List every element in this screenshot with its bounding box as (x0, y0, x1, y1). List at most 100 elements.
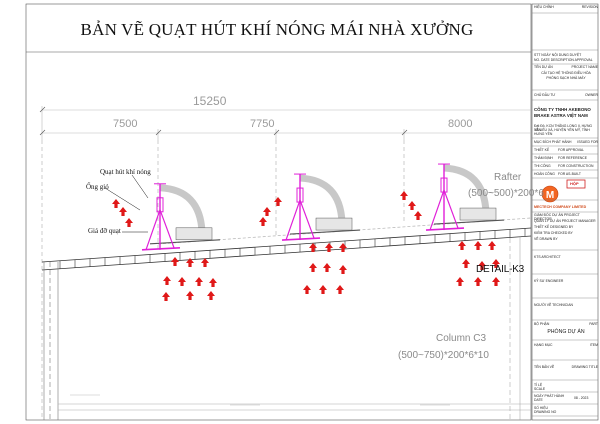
dimension-arrow (39, 129, 46, 136)
airflow-arrow (303, 285, 311, 294)
airflow-arrow (488, 241, 496, 250)
label-rafter-2: (500~ (468, 188, 494, 199)
airflow-arrow (478, 261, 486, 270)
tb-purpose-row-4: HOÀN CÔNG FOR AS-BUILT (534, 172, 581, 176)
airflow-arrow (492, 259, 500, 268)
contractor-logo: M (541, 185, 559, 203)
dimension-span-2: 7750 (250, 118, 275, 130)
label-bracket: Giá đỡ quạt (88, 227, 121, 235)
duct-elbow (299, 174, 346, 223)
tb-revision-table-1: STT NGÀY NỘI DUNG DUYỆT (534, 53, 582, 57)
tb-stamp: HỘP (570, 181, 579, 186)
tb-engineer: KỸ SƯ ENGINEER (534, 279, 564, 283)
tb-purpose-row-2: THẨM ĐỊNH FOR REFERENCE (534, 156, 588, 160)
leader-lines (104, 174, 149, 233)
airflow-arrow (474, 277, 482, 286)
fan-unit (281, 173, 361, 241)
dimension-arrow (39, 106, 46, 113)
tb-address-2: XÃ LIÊU XÁ, HUYỆN YÊN MỸ, TỈNH HƯNG YÊN (534, 128, 590, 136)
fan-brace (443, 189, 459, 229)
bottom-detail-marks (70, 394, 450, 406)
fan-foot (281, 237, 321, 241)
airflow-arrow (474, 241, 482, 250)
airflow-arrow (259, 217, 267, 226)
fan-motor (440, 177, 448, 193)
duct-outlet (315, 217, 353, 231)
tb-item: HẠNG MỤC ITEM (534, 343, 598, 347)
tb-project-text-1: CẢI TẠO HỆ THỐNG ĐIỀU HÒA (541, 71, 591, 75)
airflow-arrow (178, 277, 186, 286)
airflow-arrow (207, 291, 215, 300)
tb-contractor: MECTECH COMPANY LIMITED (534, 205, 587, 209)
tb-scale-en: SCALE (534, 387, 546, 391)
airflow-arrow (492, 277, 500, 286)
duct-elbow (159, 184, 206, 233)
label-duct: Ống gió (86, 183, 109, 191)
airflow-arrow (336, 285, 344, 294)
airflow-arrow (319, 285, 327, 294)
airflow-arrow (201, 258, 209, 267)
label-column-2: (500~750)*200*6*10 (398, 350, 489, 361)
tb-owner: CHỦ ĐẦU TƯ OWNER (534, 93, 598, 97)
tb-architect: KTS ARCHITECT (534, 255, 561, 259)
airflow-arrow (339, 265, 347, 274)
airflow-arrow (456, 277, 464, 286)
column-grid-lines (41, 140, 405, 420)
tb-company-1: CÔNG TY TNHH AKEBONO (534, 107, 591, 112)
tb-revision-table-2: NO. DATE DESCRIPTION APPROVAL (534, 58, 593, 62)
title-block: HIỆU CHỈNH REVISION STT NGÀY NỘI DUNG DU… (532, 0, 600, 424)
tb-project-name: TÊN DỰ ÁN PROJECT NAME (534, 65, 598, 69)
airflow-arrow (163, 276, 171, 285)
tb-drawing-title: TÊN BẢN VẼ DRAWING TITLE (534, 365, 598, 369)
tb-contractor-row-1: GIÁM ĐỐC DỰ ÁN PROJECT DIRECTOR (534, 213, 580, 221)
approval-stamp (566, 179, 586, 189)
dimension-span-3: 8000 (448, 118, 473, 130)
airflow-arrow (263, 207, 271, 216)
airflow-arrow (323, 263, 331, 272)
tb-department: BỘ PHẬN PART (534, 322, 598, 326)
tb-contractor-row-3: THIẾT KẾ DESIGNED BY (534, 225, 574, 229)
tb-address-1: Đất Đỏ, KCN THĂNG LONG II, HƯNG YÊN (534, 124, 593, 132)
leader-line-duct (104, 187, 141, 211)
tb-purpose: MỤC ĐÍCH PHÁT HÀNH ISSUED FOR (534, 140, 598, 144)
airflow-arrow (171, 257, 179, 266)
tb-project-text-2: PHÒNG SẠCH NHÀ MÁY (546, 76, 586, 80)
left-column (43, 262, 59, 420)
label-detail: DETAIL-K3 (476, 264, 525, 275)
airflow-arrow (186, 258, 194, 267)
airflow-arrow (325, 243, 333, 252)
airflow-arrow (339, 243, 347, 252)
dimension-arrow (401, 129, 408, 136)
airflow-arrow (309, 263, 317, 272)
tb-technician: NGƯỜI VẼ TECHNICIAN (534, 303, 573, 307)
duct-outlet (175, 227, 213, 241)
tb-drawing-no-vn: SỐ HIỆU (534, 406, 548, 410)
duct-elbow (443, 164, 490, 213)
dimension-arrow (273, 129, 280, 136)
tb-purpose-row-1: THIẾT KẾ FOR APPROVAL (534, 148, 584, 152)
drawing-border (25, 3, 532, 421)
tb-purpose-row-3: THI CÔNG FOR CONSTRUCTION (534, 164, 594, 168)
fan-unit (141, 183, 221, 251)
label-fan: Quạt hút khí nóng (100, 168, 151, 176)
airflow-arrow (414, 211, 422, 220)
leader-line-fan (131, 174, 149, 199)
fan-units (141, 163, 505, 251)
fan-brace (429, 189, 445, 231)
duct-outlet (459, 207, 497, 221)
drawing-title: BẢN VẼ QUẠT HÚT KHÍ NÓNG MÁI NHÀ XƯỞNG (80, 20, 474, 39)
label-column-1: Column C3 (436, 333, 487, 344)
airflow-arrow (400, 191, 408, 200)
fan-brace (299, 199, 315, 239)
fan-motor (296, 187, 304, 203)
title-block-dividers (532, 12, 598, 417)
airflow-arrow (162, 292, 170, 301)
tb-scale-vn: TỈ LỆ (534, 383, 543, 387)
tb-drawing-no-en: DRAWING NO (534, 410, 557, 414)
label-rafter-1: Rafter (494, 172, 522, 183)
roof-line-top (41, 227, 532, 263)
floor-lines (58, 403, 531, 411)
tb-revision-header: HIỆU CHỈNH REVISION (534, 5, 598, 9)
